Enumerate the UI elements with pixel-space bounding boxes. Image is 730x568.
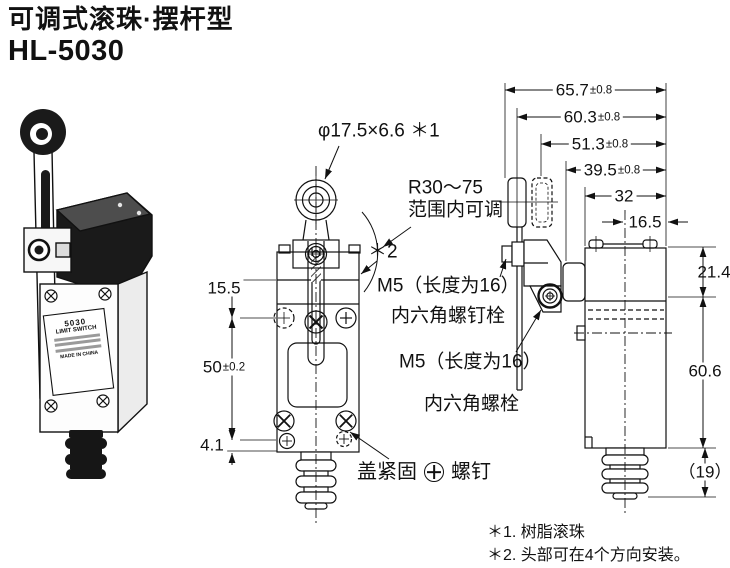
nameplate: 5030 LIMIT SWITCH MADE IN CHINA — [47, 313, 112, 393]
dim-60-6: 60.6 — [685, 362, 725, 380]
dim-51-3: 51.3±0.8 — [568, 135, 632, 153]
dim-19: （19） — [675, 463, 730, 481]
radius-range-label-line1: R30～75 — [408, 177, 483, 199]
cross-recess-screw-icon — [424, 462, 444, 482]
footnote-1: ＊1. 树脂滚珠 — [487, 524, 585, 541]
page-title: 可调式滚珠·摆杆型 — [8, 4, 234, 34]
head-note-ref: ＊2 — [368, 241, 398, 263]
model-number: HL-5030 — [8, 35, 125, 67]
cover-screws — [44, 287, 112, 413]
m5-bolt-label-line1: M5（长度为16） — [399, 351, 542, 373]
dim-60-3: 60.3±0.8 — [560, 108, 624, 126]
dim-65-7: 65.7±0.8 — [552, 81, 616, 99]
dim-15-5: 15.5 — [204, 279, 244, 297]
dim-16-5: 16.5 — [625, 213, 665, 231]
dim-4-1: 4.1 — [197, 436, 227, 454]
rubber-boot — [65, 430, 107, 479]
m5-setscrew-label-line2: 内六角螺钉栓 — [391, 305, 506, 327]
footnote-2: ＊2. 头部可在4个方向安装。 — [487, 547, 690, 564]
cover-screw-label-left: 盖紧固 — [357, 461, 417, 483]
dim-21-4: 21.4 — [697, 262, 730, 282]
center-lines — [315, 166, 672, 526]
roller-size-label: φ17.5×6.6 ＊1 — [318, 120, 440, 142]
m5-bolt-label-line2: 内六角螺栓 — [424, 393, 520, 415]
leader-lines — [324, 145, 542, 460]
adjustment-range-arc — [361, 211, 379, 293]
product-illustration — [20, 109, 153, 479]
dim-32: 32 — [611, 187, 637, 205]
cover-screw-label-right: 螺钉 — [451, 461, 491, 483]
cover-screw-label: 盖紧固 螺钉 — [357, 462, 491, 482]
dim-39-5: 39.5±0.8 — [580, 161, 644, 179]
dim-50: 50±0.2 — [199, 358, 249, 376]
m5-setscrew-label-line1: M5（长度为16） — [377, 275, 520, 297]
front-view-drawing — [273, 179, 379, 510]
radius-range-label-line2: 范围内可调 — [408, 199, 504, 221]
side-boot — [601, 447, 649, 500]
